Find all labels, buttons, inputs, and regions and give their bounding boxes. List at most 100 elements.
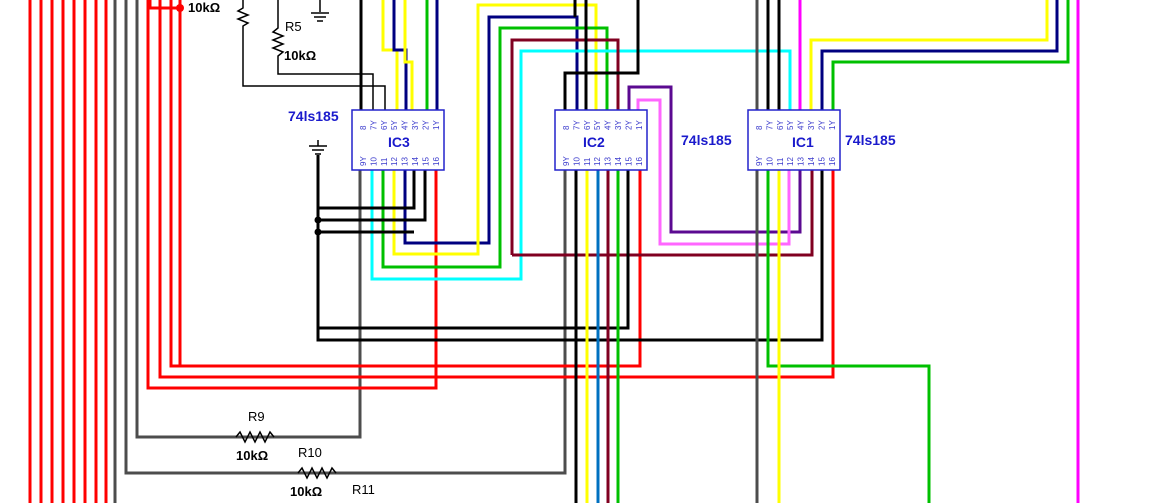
- pin-label: 2Y: [421, 120, 430, 130]
- pin-label: 16: [432, 157, 441, 166]
- pin-label: 11: [583, 157, 592, 166]
- top-left-resistors: 10kΩ R5 10kΩ: [188, 0, 386, 110]
- pin-label: 6Y: [583, 120, 592, 130]
- pin-label: 7Y: [572, 120, 581, 130]
- wire-black-ic3-15: [318, 170, 427, 222]
- resistor-r5-name: R5: [285, 19, 302, 34]
- wire-black-ground-rail: [316, 155, 824, 342]
- pin-label: 13: [604, 157, 613, 166]
- pin-label: 12: [390, 157, 399, 166]
- pin-label: 3Y: [411, 120, 420, 130]
- pin-label: 15: [421, 157, 430, 166]
- resistor-r11-name: R11: [352, 482, 375, 497]
- chip-ic1-part-label: 74ls185: [845, 132, 896, 148]
- pin-label: 5Y: [390, 120, 399, 130]
- left-bus-wires: [28, 0, 835, 503]
- ground-icon: [311, 12, 329, 22]
- wire-yellow-ic3-7: [381, 0, 399, 110]
- wire-cyan-ic3-10: [370, 49, 792, 281]
- chip-name: IC3: [388, 134, 410, 150]
- pin-label: 8: [562, 125, 571, 130]
- wire-maroon-ic1-14: [512, 170, 814, 257]
- wire-pink-ic2-2y: [636, 98, 791, 246]
- pin-label: 4Y: [797, 120, 806, 130]
- wire-yellow-ic3-5: [403, 0, 414, 110]
- bus-wire-gray-r9: [135, 0, 362, 439]
- pin-label: 9Y: [562, 156, 571, 166]
- junction-dot: [314, 216, 322, 224]
- wire-green-ic1-10: [766, 170, 931, 503]
- ic3-top-wires: [359, 0, 439, 110]
- pin-label: 2Y: [624, 120, 633, 130]
- wire-maroon-ic2-3: [510, 38, 620, 255]
- chip-body: [554, 109, 648, 171]
- resistor-r10-zigzag: [297, 466, 337, 480]
- chip-body: [351, 109, 445, 171]
- junction-dot: [314, 228, 322, 236]
- pin-label: 10: [765, 157, 774, 166]
- pin-label: 9Y: [359, 156, 368, 166]
- wire-purple-ic2-1y: [627, 85, 802, 234]
- pin-label: 7Y: [765, 120, 774, 130]
- pin-label: 9Y: [755, 156, 764, 166]
- pin-label: 14: [807, 157, 816, 166]
- pin-label: 14: [411, 157, 420, 166]
- bus-wire-red-ic2-16: [169, 0, 642, 368]
- resistor-r9-zigzag: [235, 430, 275, 444]
- pin-label: 6Y: [776, 120, 785, 130]
- pin-label: 4Y: [604, 120, 613, 130]
- pin-label: 1Y: [828, 120, 837, 130]
- pin-label: 12: [593, 157, 602, 166]
- pin-label: 1Y: [432, 120, 441, 130]
- chip-name: IC2: [583, 134, 605, 150]
- ic3-bottom-black-wires: [309, 140, 824, 342]
- pin-label: 15: [817, 157, 826, 166]
- pin-label: 8: [755, 125, 764, 130]
- wire-black-ic2-rail: [318, 170, 630, 330]
- pin-label: 11: [380, 157, 389, 166]
- resistor-r9-name: R9: [248, 409, 265, 424]
- wire-yellow-ic3-12: [392, 3, 598, 256]
- pin-label: 7Y: [369, 120, 378, 130]
- pin-label: 4Y: [401, 120, 410, 130]
- chip-ic3-part-label: 74ls185: [288, 108, 339, 124]
- ground-icon: [309, 140, 327, 155]
- pin-label: 10: [369, 157, 378, 166]
- chip-name: IC1: [792, 134, 814, 150]
- resistor-r9-value: 10kΩ: [236, 448, 268, 463]
- pin-label: 2Y: [817, 120, 826, 130]
- pin-label: 11: [776, 157, 785, 166]
- pin-label: 5Y: [593, 120, 602, 130]
- resistor-r5-zigzag: [270, 0, 374, 110]
- pin-label: 16: [828, 157, 837, 166]
- pin-label: 10: [572, 157, 581, 166]
- pin-label: 14: [614, 157, 623, 166]
- wire-green-ic3-13: [381, 26, 609, 269]
- wire-yellow-ic1-3: [809, 0, 1049, 110]
- wire-black-ic3-14: [318, 170, 416, 210]
- pin-label: 13: [797, 157, 806, 166]
- pin-label: 3Y: [614, 120, 623, 130]
- wire-green-ic1-1: [831, 0, 1070, 110]
- bus-wire-red-top: [148, 0, 180, 10]
- wire-black-ic2-top: [563, 0, 640, 110]
- pin-label: 12: [786, 157, 795, 166]
- pin-label: 13: [401, 157, 410, 166]
- pin-label: 15: [624, 157, 633, 166]
- pin-label: 6Y: [380, 120, 389, 130]
- resistor-top-zigzag: [235, 0, 386, 110]
- resistor-r10-value: 10kΩ: [290, 484, 322, 499]
- bus-wire-gray-r10: [124, 0, 567, 475]
- resistor-r10-name: R10: [298, 445, 322, 460]
- resistor-top-value: 10kΩ: [188, 0, 220, 15]
